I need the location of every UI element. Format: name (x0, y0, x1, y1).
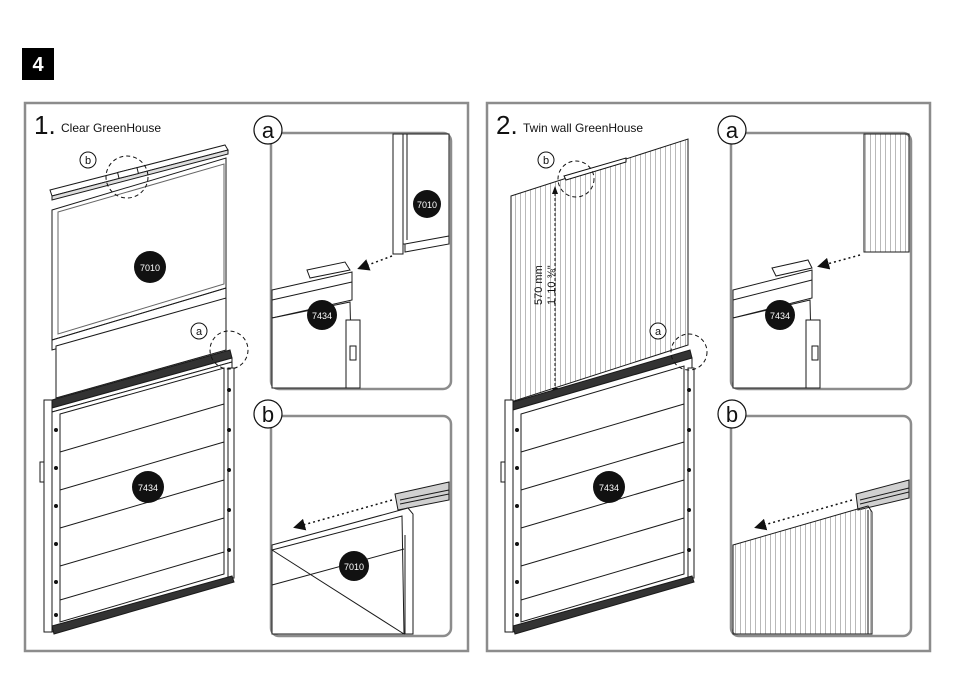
part-badge-lower: 7434 (132, 471, 164, 503)
detail-a-badge-lower: 7434 (307, 300, 337, 330)
svg-text:a: a (655, 326, 662, 338)
panel-index: 1. (34, 110, 56, 140)
detail-b-badge: 7010 (339, 551, 369, 581)
callout-label-b: b (537, 151, 555, 169)
callout-circle-a (670, 333, 708, 371)
panel-title: Twin wall GreenHouse (523, 121, 643, 135)
svg-text:7434: 7434 (599, 483, 619, 493)
svg-text:7010: 7010 (417, 200, 437, 210)
panel-index: 2. (496, 110, 518, 140)
detail-a-letter: a (726, 118, 739, 143)
dimension-metric: 570 mm (533, 265, 545, 305)
detail-b: b 7010 (253, 399, 453, 638)
wall-assembly: 570 mm 1' 10 ⅜" (500, 138, 695, 635)
step-badge: 4 (22, 48, 54, 80)
step-number: 4 (32, 54, 44, 76)
detail-b-letter: b (726, 402, 738, 427)
callout-circle-a (209, 330, 249, 370)
svg-text:7434: 7434 (312, 311, 332, 321)
detail-a-badge-lower: 7434 (765, 300, 795, 330)
svg-text:b: b (85, 155, 91, 167)
panel-clear-greenhouse: 1. Clear GreenHouse (23, 101, 470, 653)
svg-text:a: a (196, 326, 203, 338)
detail-a-badge-upper: 7010 (413, 190, 441, 218)
callout-label-a: a (649, 322, 667, 340)
part-badge-upper: 7010 (134, 251, 166, 283)
dimension-imperial: 1' 10 ⅜" (546, 265, 558, 305)
slide-arrow (293, 499, 393, 531)
slide-arrow (754, 499, 853, 531)
callout-label-a: a (190, 322, 208, 340)
panel-title: Clear GreenHouse (61, 121, 161, 135)
wall-assembly (39, 144, 235, 635)
detail-b: b (717, 399, 913, 638)
panel-frame (485, 101, 932, 653)
panel-twin-wall-greenhouse: 2. Twin wall GreenHouse 570 mm 1' 10 ⅜" (485, 101, 932, 653)
insert-arrow (357, 255, 393, 271)
svg-text:b: b (543, 155, 549, 167)
panel-frame (23, 101, 470, 653)
detail-a: a 7010 7434 (253, 115, 453, 391)
svg-text:7010: 7010 (140, 263, 160, 273)
callout-circle-b (105, 155, 149, 199)
svg-text:7010: 7010 (344, 562, 364, 572)
detail-b-letter: b (262, 402, 274, 427)
part-badge-lower: 7434 (593, 471, 625, 503)
detail-a: a 7434 (717, 115, 913, 391)
callout-label-b: b (79, 151, 97, 169)
svg-text:7434: 7434 (770, 311, 790, 321)
insert-arrow (817, 254, 861, 270)
detail-a-letter: a (262, 118, 275, 143)
callout-circle-b (557, 160, 595, 198)
svg-text:7434: 7434 (138, 483, 158, 493)
